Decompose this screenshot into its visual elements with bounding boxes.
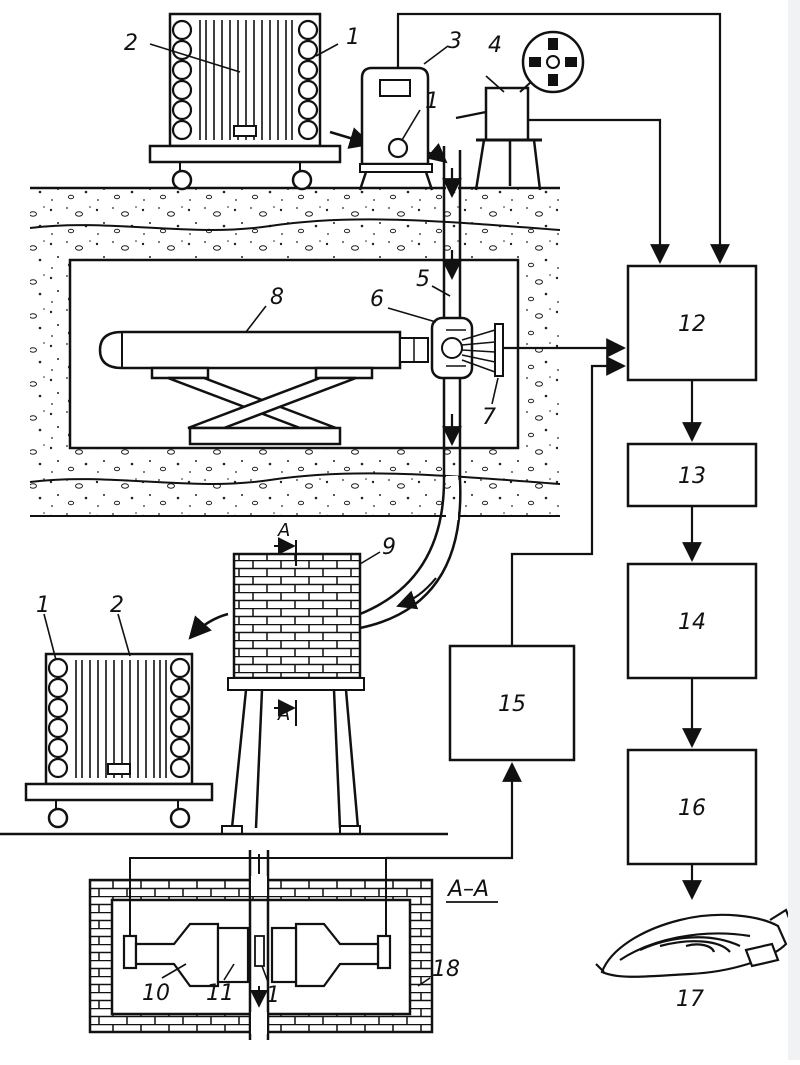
label-11: 11 [206, 981, 234, 1006]
output-tape-17 [595, 908, 794, 978]
radiation-rays [461, 329, 496, 373]
detector-7 [494, 323, 504, 377]
loader-unit-3 [358, 66, 434, 191]
cart-top [148, 144, 342, 164]
block-14 [626, 562, 758, 680]
reactor-tube [98, 330, 429, 370]
label-3: 3 [448, 29, 462, 54]
irradiation-capsule [430, 316, 474, 380]
sample-capsule [254, 935, 265, 967]
page-edge-strip [788, 0, 800, 1060]
section-mark-bottom [274, 700, 296, 726]
section-a-a [88, 850, 434, 1040]
cart-top-wheel-right [291, 169, 313, 191]
cart-bottom-wheel-right [169, 807, 191, 829]
block-labels: 12 13 14 15 16 [498, 312, 706, 821]
container-bottom-bars [75, 660, 167, 778]
label-8: 8 [270, 285, 284, 310]
block-15 [448, 644, 576, 762]
label-9: 9 [382, 535, 396, 560]
block-14-label: 14 [678, 610, 706, 635]
label-17: 17 [676, 987, 704, 1012]
brick-wall [88, 878, 434, 1034]
cart-bottom-wheel-left [47, 807, 69, 829]
cart-top-wheel-left [171, 169, 193, 191]
container-top [148, 12, 342, 191]
unload-arrow [188, 612, 229, 640]
signal-lines [386, 12, 730, 900]
label-4: 4 [488, 33, 502, 58]
label-2-top: 2 [124, 31, 138, 56]
block-13-label: 13 [678, 464, 706, 489]
label-1-section: 1 [266, 983, 280, 1008]
section-mark-top [274, 540, 296, 566]
storage-bin-9 [221, 540, 365, 835]
section-mark-label-top: A [277, 520, 290, 541]
label-6: 6 [370, 287, 384, 312]
cart-bottom [24, 782, 214, 802]
label-1-top: 1 [346, 25, 360, 50]
reactor-support [150, 366, 374, 446]
label-5: 5 [416, 267, 430, 292]
label-10: 10 [142, 981, 170, 1006]
leader-lines [43, 43, 505, 987]
section-mark-label-bottom: A [277, 704, 290, 725]
block-15-label: 15 [498, 692, 526, 717]
section-title: A–A [446, 877, 489, 902]
block-16 [626, 748, 758, 866]
recorder-unit-4 [474, 30, 585, 191]
container-bottom [24, 652, 214, 829]
label-18: 18 [432, 957, 460, 982]
container-bottom-rings [47, 657, 191, 779]
block-16-label: 16 [678, 796, 706, 821]
component-labels: 1 2 3 4 1 5 6 7 8 9 1 2 10 11 1 18 17 A … [36, 25, 704, 1012]
underground-chamber [29, 186, 561, 517]
signal-cable [129, 857, 387, 936]
soil-wave-upper [29, 218, 561, 231]
container-top-bars [199, 20, 293, 140]
detector-left [122, 922, 250, 988]
soil-layer [30, 188, 560, 516]
label-2-bottom: 2 [110, 593, 124, 618]
container-top-rings [171, 19, 319, 141]
label-1-pump: 1 [425, 89, 439, 114]
label-1-bottom: 1 [36, 593, 50, 618]
label-7: 7 [482, 405, 496, 430]
block-12-label: 12 [678, 312, 706, 337]
block-diagram [386, 12, 758, 900]
detector-right [270, 922, 392, 988]
